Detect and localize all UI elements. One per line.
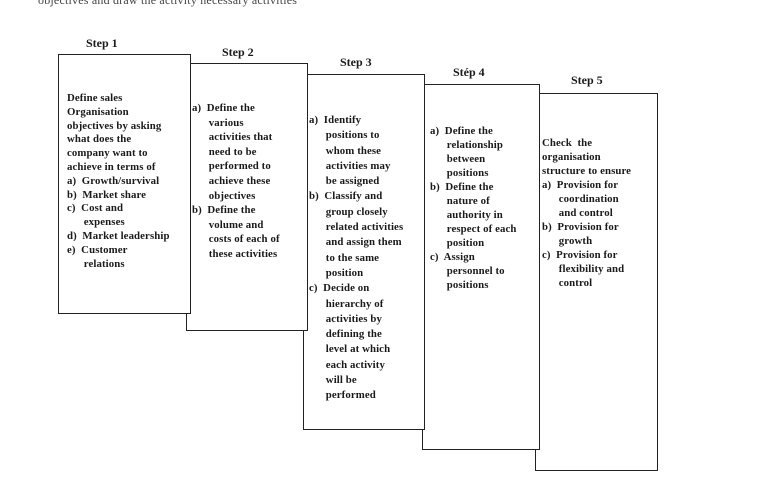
step-5-box: Check the organisation structure to ensu… [535,93,658,471]
step-1-box: Define sales Organisation objectives by … [58,54,191,314]
step-5-text: Check the organisation structure to ensu… [542,137,632,289]
step-4-text: a) Define the relationship between posit… [430,125,517,291]
step-3-text: a) Identify positions to whom these acti… [309,114,404,402]
step-4-label: Stép 4 [453,65,485,79]
header-cut-text: objectives and draw the activity necessa… [38,0,298,7]
step-3-label: Step 3 [340,55,372,69]
step-2-box: a) Define the various activities that ne… [186,63,308,331]
step-2-text: a) Define the various activities that ne… [192,102,280,260]
step-1-text: Define sales Organisation objectives by … [67,92,170,270]
step-4-box: a) Define the relationship between posit… [422,84,540,450]
step-5-label: Step 5 [571,73,603,87]
step-1-label: Step 1 [86,36,118,50]
step-3-box: a) Identify positions to whom these acti… [303,74,425,430]
step-2-label: Step 2 [222,45,254,59]
